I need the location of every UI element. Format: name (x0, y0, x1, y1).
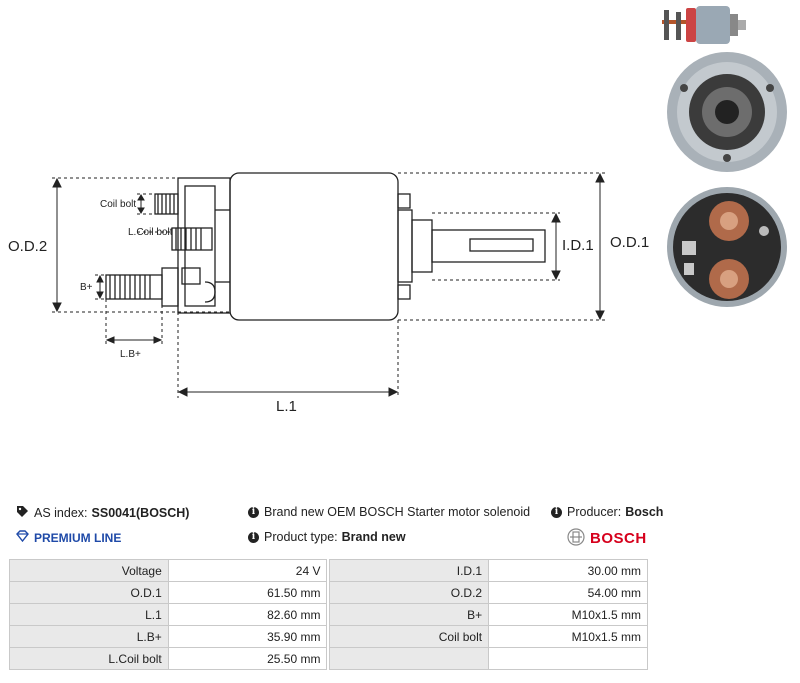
product-type-label: Product type: (264, 530, 338, 544)
bosch-logo-icon (567, 528, 585, 549)
coil-bolt-label: Coil bolt (100, 199, 136, 210)
premium-line-label: PREMIUM LINE (34, 530, 122, 545)
spec-label: Voltage (9, 559, 169, 582)
description-row: i Brand new OEM BOSCH Starter motor sole… (248, 505, 530, 519)
l-coil-bolt-label: L.Coil bolt (128, 227, 173, 238)
spec-value (488, 647, 648, 670)
solenoid-front-photo (667, 52, 787, 172)
spec-label: L.1 (9, 603, 169, 626)
od1-label: O.D.1 (610, 234, 649, 251)
as-index-value: SS0041(BOSCH) (91, 506, 190, 520)
spec-value: M10x1.5 mm (488, 603, 648, 626)
premium-line-row: PREMIUM LINE (16, 530, 121, 545)
bosch-logo: BOSCH (567, 528, 647, 549)
producer-label: Producer: (567, 505, 622, 519)
l1-label: L.1 (276, 398, 297, 415)
info-icon: i (248, 531, 259, 543)
tag-icon (16, 505, 29, 521)
solenoid-technical-drawing: O.D.2 O.D.1 I.D.1 L.1 Coil bolt L.Coil b… (8, 172, 649, 415)
spec-value: 82.60 mm (167, 603, 328, 626)
spec-value: 30.00 mm (488, 559, 648, 582)
product-type-value: Brand new (341, 530, 406, 544)
diamond-icon (16, 530, 29, 545)
spec-label: B+ (329, 603, 490, 626)
od2-label: O.D.2 (8, 238, 47, 255)
spec-value: 35.90 mm (167, 625, 328, 648)
spec-label: I.D.1 (329, 559, 490, 582)
spec-value: 25.50 mm (167, 647, 328, 670)
info-icon: i (248, 506, 259, 518)
producer-row: i Producer: Bosch (551, 505, 663, 519)
as-index-label: AS index: (34, 506, 88, 520)
solenoid-terminal-photo (667, 187, 787, 307)
bosch-logo-text: BOSCH (590, 530, 647, 547)
solenoid-side-photo (662, 6, 746, 44)
spec-label: O.D.2 (329, 581, 490, 604)
spec-label: L.Coil bolt (9, 647, 169, 670)
spec-value: 54.00 mm (488, 581, 648, 604)
description-text: Brand new OEM BOSCH Starter motor soleno… (264, 505, 531, 519)
spec-label (329, 647, 490, 670)
spec-value: M10x1.5 mm (488, 625, 648, 648)
producer-value: Bosch (625, 505, 664, 519)
spec-label: O.D.1 (9, 581, 169, 604)
spec-label: L.B+ (9, 625, 169, 648)
spec-value: 24 V (167, 559, 328, 582)
as-index-row: AS index: SS0041(BOSCH) (16, 505, 189, 521)
info-icon: i (551, 506, 562, 518)
spec-label: Coil bolt (329, 625, 490, 648)
lb-plus-label: L.B+ (120, 349, 141, 360)
b-plus-label: B+ (80, 282, 93, 293)
product-type-row: i Product type: Brand new (248, 530, 406, 544)
id1-label: I.D.1 (562, 237, 594, 254)
spec-value: 61.50 mm (167, 581, 328, 604)
